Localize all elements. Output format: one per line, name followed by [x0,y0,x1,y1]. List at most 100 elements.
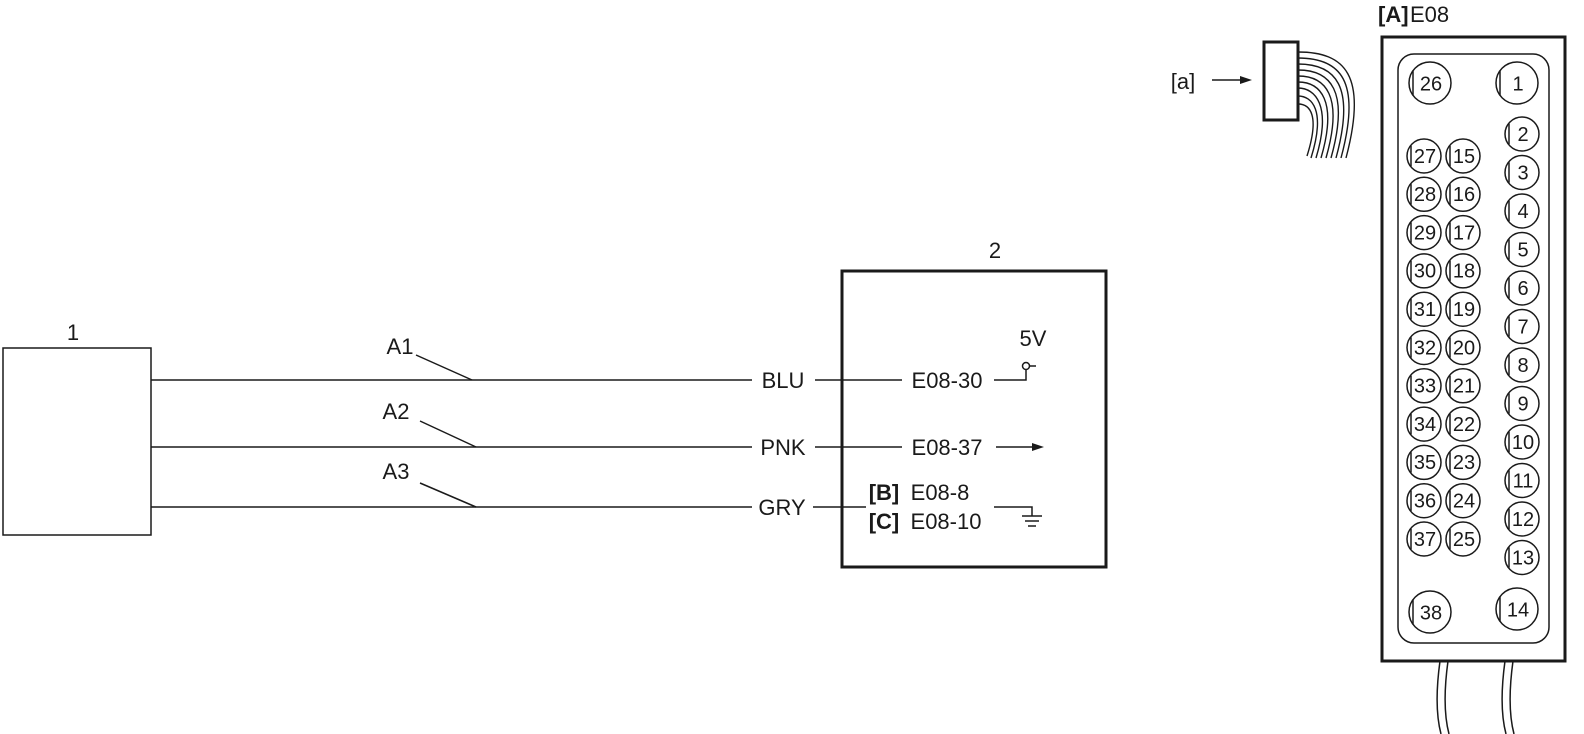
pin-label-29: 29 [1414,222,1436,244]
pin-label-15: 15 [1453,146,1475,168]
pin-label-19: 19 [1453,299,1475,321]
wire-a2-id: A2 [383,399,410,424]
pin-label-6: 6 [1517,278,1528,300]
connector-leads [1436,660,1515,734]
pin-label-37: 37 [1414,529,1436,551]
pin-label-5: 5 [1517,239,1528,261]
supply-terminal-icon [1021,361,1031,371]
terminal-e08-37: E08-37 [912,435,983,460]
pin-label-28: 28 [1414,184,1436,206]
pin-label-8: 8 [1517,355,1528,377]
pin-14 [1495,587,1539,631]
pin-10 [1504,424,1540,460]
component-1-number: 1 [67,320,79,345]
wire-bundle-icon [1297,51,1355,159]
pin-34 [1406,406,1442,442]
pin-35 [1406,444,1442,481]
pin-label-35: 35 [1414,452,1436,474]
supply-line [994,365,1036,381]
pin-label-10: 10 [1512,432,1534,454]
component-2: 2 [840,238,1108,569]
pin-24 [1445,482,1481,519]
pin-label-23: 23 [1453,452,1475,474]
pin-22 [1445,406,1481,442]
connector-inner-frame [1397,53,1550,644]
pin-29 [1406,214,1442,251]
pin-label-2: 2 [1517,124,1528,146]
pin-label-36: 36 [1414,491,1436,513]
pin-16 [1445,176,1481,213]
connector-side-icon [1262,40,1300,122]
pin-label-26: 26 [1420,74,1442,96]
signal-arrow-icon [1032,443,1044,451]
wire-a3: A3 GRY [B] E08-8 [C] E08-10 [151,459,1042,534]
pin-37 [1406,521,1442,557]
pin-31 [1406,291,1442,327]
pin-6 [1504,270,1540,306]
pin-label-34: 34 [1414,414,1436,436]
pin-label-1: 1 [1512,74,1523,96]
component-2-number: 2 [989,238,1001,263]
pin-label-18: 18 [1453,261,1475,283]
pin-26 [1408,61,1452,105]
pin-label-24: 24 [1453,491,1475,513]
wire-a2-color: PNK [760,435,806,460]
pin-3 [1504,154,1540,191]
pin-label-4: 4 [1517,201,1528,223]
pin-label-21: 21 [1453,376,1475,398]
pin-28 [1406,176,1442,213]
pin-label-25: 25 [1453,529,1475,551]
view-indicator: [a] [1171,40,1355,159]
connector-ref: [A] [1378,2,1409,27]
pin-7 [1504,308,1540,345]
pin-11 [1504,462,1540,499]
pin-label-11: 11 [1513,470,1534,492]
terminal-e08-30: E08-30 [912,368,983,393]
wire-a1-color: BLU [762,368,805,393]
view-arrow-icon [1240,76,1252,84]
pin-label-38: 38 [1420,603,1442,625]
connector-name: E08 [1410,2,1449,27]
pin-label-3: 3 [1517,162,1528,184]
pin-12 [1504,501,1540,537]
pin-36 [1406,482,1442,519]
wire-a1: A1 BLU E08-30 5V [151,326,1047,393]
pin-33 [1406,368,1442,404]
ground-ref-b: [B] [869,480,900,505]
terminal-e08-8: E08-8 [911,480,970,505]
supply-voltage-label: 5V [1020,326,1047,351]
pin-label-12: 12 [1512,509,1534,531]
pin-label-16: 16 [1453,184,1475,206]
terminal-e08-10: E08-10 [911,509,982,534]
pin-25 [1445,521,1481,557]
pin-label-31: 31 [1414,299,1436,321]
pin-27 [1406,138,1442,174]
pin-5 [1504,231,1540,268]
pin-label-7: 7 [1517,316,1528,338]
component-1: 1 [2,320,152,536]
connector-housing [1380,35,1567,663]
pin-23 [1445,444,1481,481]
ground-ref-c: [C] [869,509,900,534]
pin-30 [1406,253,1442,289]
pin-17 [1445,214,1481,251]
pin-20 [1445,329,1481,366]
pin-19 [1445,291,1481,327]
pin-label-17: 17 [1453,222,1475,244]
pin-label-27: 27 [1414,146,1436,168]
pin-label-14: 14 [1507,600,1529,622]
pin-4 [1504,193,1540,229]
pin-15 [1445,138,1481,174]
pin-label-33: 33 [1414,376,1436,398]
wire-a3-color: GRY [758,495,806,520]
wire-a3-id: A3 [383,459,410,484]
pin-18 [1445,253,1481,289]
ground-icon [994,506,1042,527]
pin-label-30: 30 [1414,261,1436,283]
pin-2 [1504,116,1540,152]
pin-label-20: 20 [1453,337,1475,359]
pin-label-22: 22 [1453,414,1475,436]
